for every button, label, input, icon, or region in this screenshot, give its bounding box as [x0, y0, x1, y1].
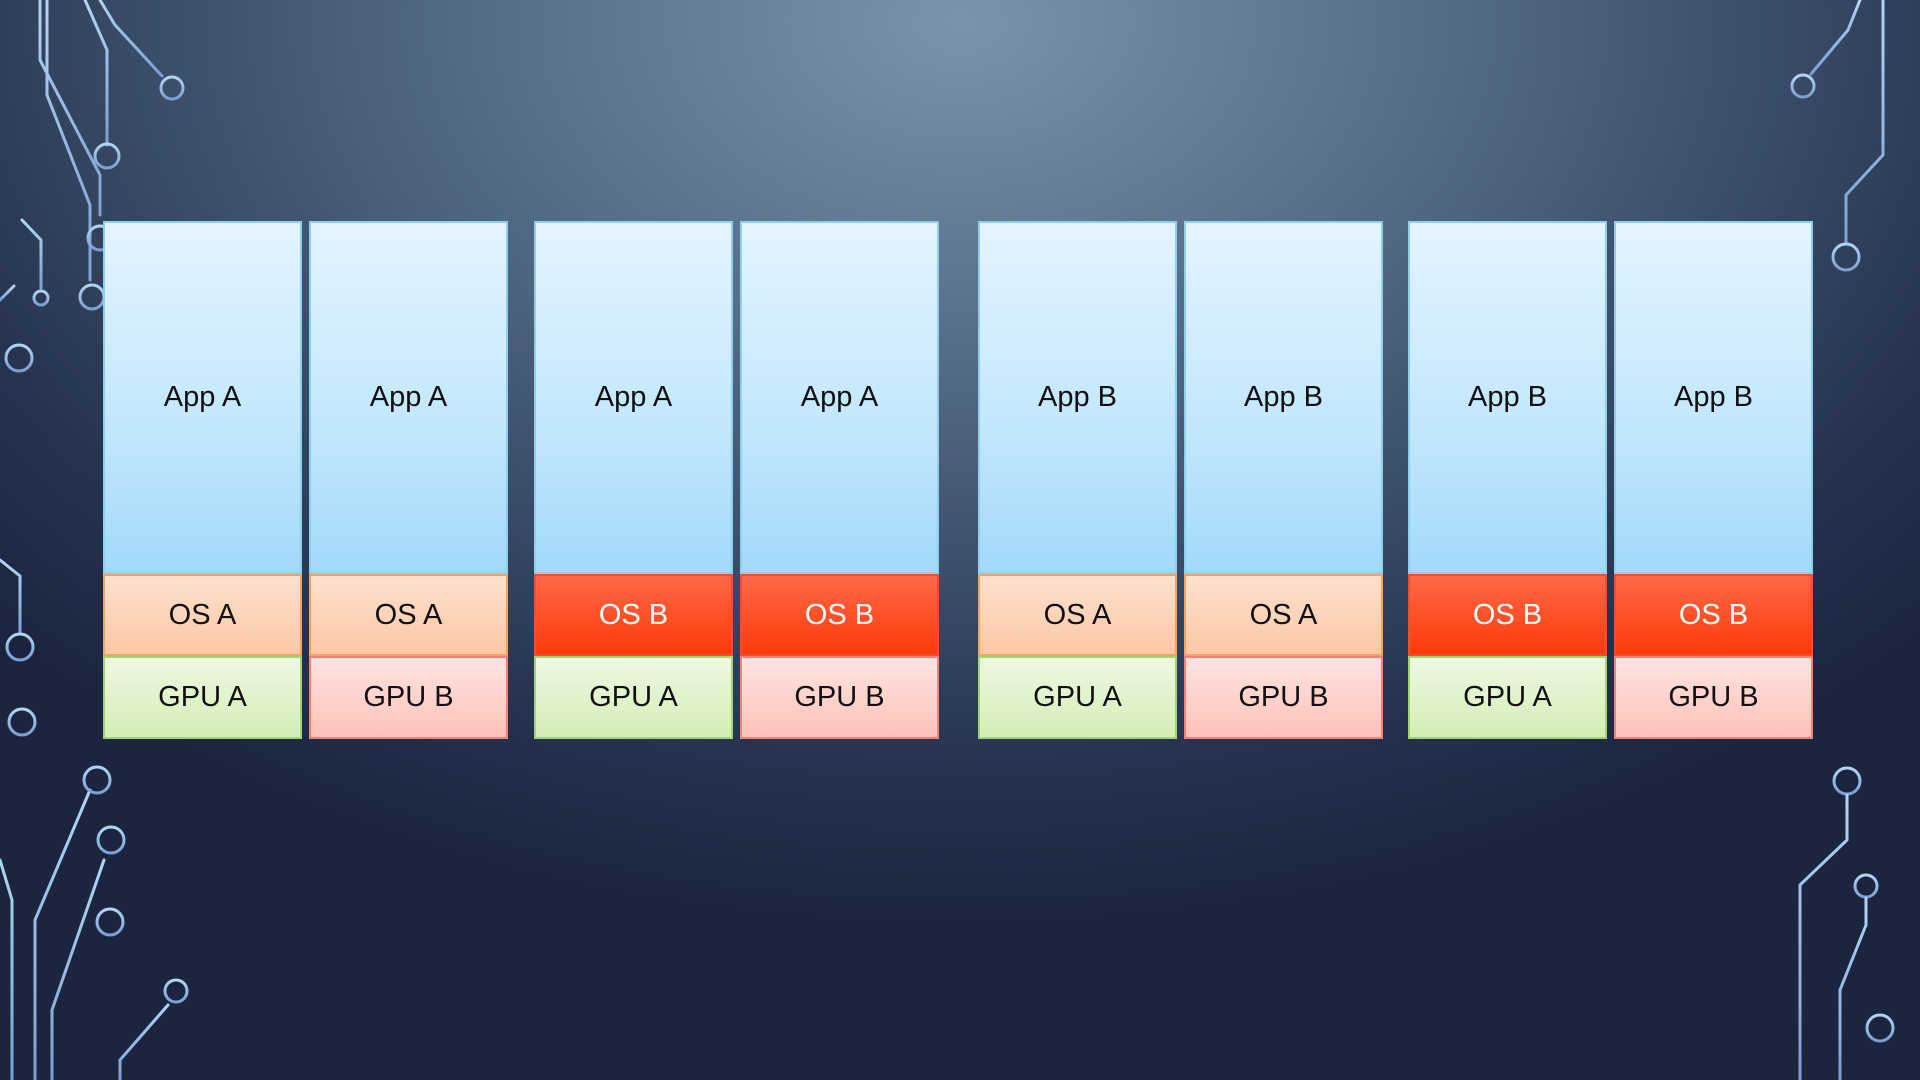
os-block: OS A: [1184, 574, 1383, 656]
stack-column-5: App B OS A GPU A: [978, 221, 1177, 739]
app-block: App B: [1614, 221, 1813, 574]
gpu-block: GPU B: [1614, 656, 1813, 739]
stack-column-8: App B OS B GPU B: [1614, 221, 1813, 739]
os-block: OS A: [978, 574, 1177, 656]
stack-column-1: App A OS A GPU A: [103, 221, 302, 739]
gpu-block: GPU A: [534, 656, 733, 739]
gpu-block: GPU B: [309, 656, 508, 739]
gpu-block: GPU A: [1408, 656, 1607, 739]
app-block: App B: [1408, 221, 1607, 574]
app-block: App A: [740, 221, 939, 574]
os-block: OS B: [1614, 574, 1813, 656]
gpu-block: GPU B: [1184, 656, 1383, 739]
stack-column-3: App A OS B GPU A: [534, 221, 733, 739]
app-block: App B: [1184, 221, 1383, 574]
app-block: App B: [978, 221, 1177, 574]
gpu-block: GPU B: [740, 656, 939, 739]
os-block: OS A: [103, 574, 302, 656]
os-block: OS A: [309, 574, 508, 656]
app-block: App A: [309, 221, 508, 574]
os-block: OS B: [740, 574, 939, 656]
gpu-block: GPU A: [978, 656, 1177, 739]
stack-column-7: App B OS B GPU A: [1408, 221, 1607, 739]
stack-column-4: App A OS B GPU B: [740, 221, 939, 739]
app-block: App A: [534, 221, 733, 574]
stack-column-6: App B OS A GPU B: [1184, 221, 1383, 739]
os-block: OS B: [1408, 574, 1607, 656]
stack-column-2: App A OS A GPU B: [309, 221, 508, 739]
os-block: OS B: [534, 574, 733, 656]
app-block: App A: [103, 221, 302, 574]
gpu-block: GPU A: [103, 656, 302, 739]
